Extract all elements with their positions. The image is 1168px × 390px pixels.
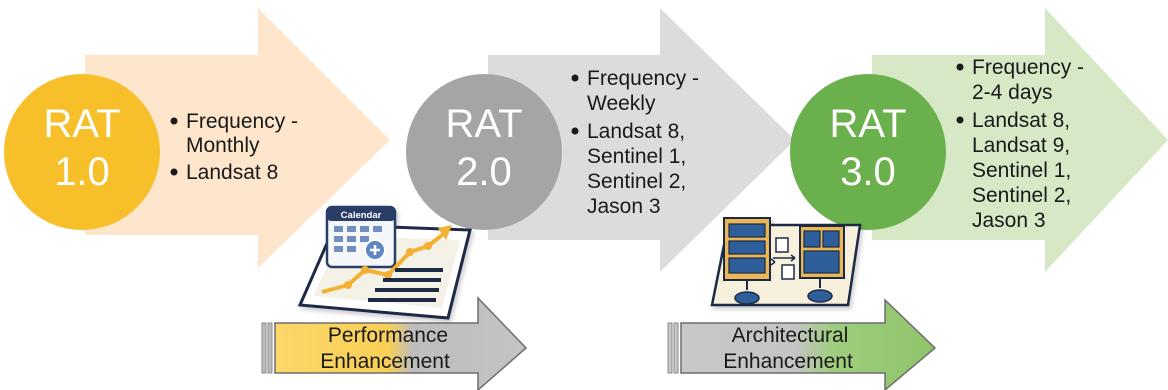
- stage-2-bullets: Frequency - Weekly Landsat 8, Sentinel 1…: [571, 67, 699, 218]
- performance-label-line1: Performance: [328, 324, 448, 347]
- bullet-line: Sentinel 2,: [587, 170, 686, 193]
- stage-2-version: 2.0: [456, 150, 512, 194]
- performance-enhancement-arrow: Performance Enhancement: [261, 296, 528, 390]
- bullet-line: Jason 3: [587, 195, 661, 218]
- bullet-line: Landsat 8,: [972, 109, 1070, 132]
- stage-2-circle: RAT 2.0: [406, 74, 562, 230]
- architectural-label-line2: Enhancement: [723, 350, 853, 373]
- bullet-line: Sentinel 1,: [587, 145, 686, 168]
- bullet-item: Landsat 8, Landsat 9, Sentinel 1, Sentin…: [956, 109, 1071, 232]
- stage-2-arrow: [488, 8, 795, 272]
- bullet-item: Frequency - Monthly: [170, 110, 298, 157]
- bullet-line: Monthly: [186, 134, 260, 157]
- stage-3-name: RAT: [829, 102, 906, 146]
- bullet-line: Landsat 8: [186, 161, 278, 184]
- stage-3-circle: RAT 3.0: [790, 74, 946, 230]
- bullet-item: Landsat 8: [170, 161, 278, 184]
- bullet-line: Weekly: [587, 92, 656, 115]
- stage-2-name: RAT: [445, 102, 522, 146]
- stage-1-name: RAT: [43, 102, 120, 146]
- bullet-line: Sentinel 2,: [972, 184, 1071, 207]
- performance-label-line2: Enhancement: [320, 350, 450, 373]
- stage-1-bullets: Frequency - Monthly Landsat 8: [170, 110, 298, 184]
- bullet-line: Landsat 8,: [587, 120, 685, 143]
- bullet-line: 2-4 days: [972, 81, 1053, 104]
- bullet-dot: [170, 117, 178, 125]
- calendar-performance-icon: Calendar: [297, 205, 472, 320]
- stage-1-version: 1.0: [54, 150, 110, 194]
- architecture-icon: [710, 217, 862, 307]
- stage-3-version: 3.0: [840, 150, 896, 194]
- bullet-line: Landsat 9,: [972, 134, 1070, 157]
- bullet-dot: [571, 127, 579, 135]
- bullet-line: Frequency -: [587, 67, 699, 90]
- architectural-label-line1: Architectural: [732, 324, 849, 347]
- bullet-dot: [571, 74, 579, 82]
- bullet-item: Landsat 8, Sentinel 1, Sentinel 2, Jason…: [571, 120, 686, 218]
- bullet-dot: [956, 116, 964, 124]
- architectural-enhancement-arrow: Architectural Enhancement: [667, 298, 937, 390]
- bullet-line: Frequency -: [186, 110, 298, 133]
- stage-3-bullets: Frequency - 2-4 days Landsat 8, Landsat …: [956, 56, 1084, 232]
- bullet-line: Jason 3: [972, 209, 1046, 232]
- bullet-item: Frequency - 2-4 days: [956, 56, 1084, 104]
- calendar-label: Calendar: [341, 210, 382, 221]
- stage-3-arrow: [872, 8, 1168, 272]
- bullet-dot: [170, 168, 178, 176]
- bullet-dot: [956, 63, 964, 71]
- bullet-line: Frequency -: [972, 56, 1084, 79]
- bullet-item: Frequency - Weekly: [571, 67, 699, 115]
- stage-1-circle: RAT 1.0: [4, 74, 160, 230]
- stage-1-arrow: [85, 8, 390, 268]
- bullet-line: Sentinel 1,: [972, 159, 1071, 182]
